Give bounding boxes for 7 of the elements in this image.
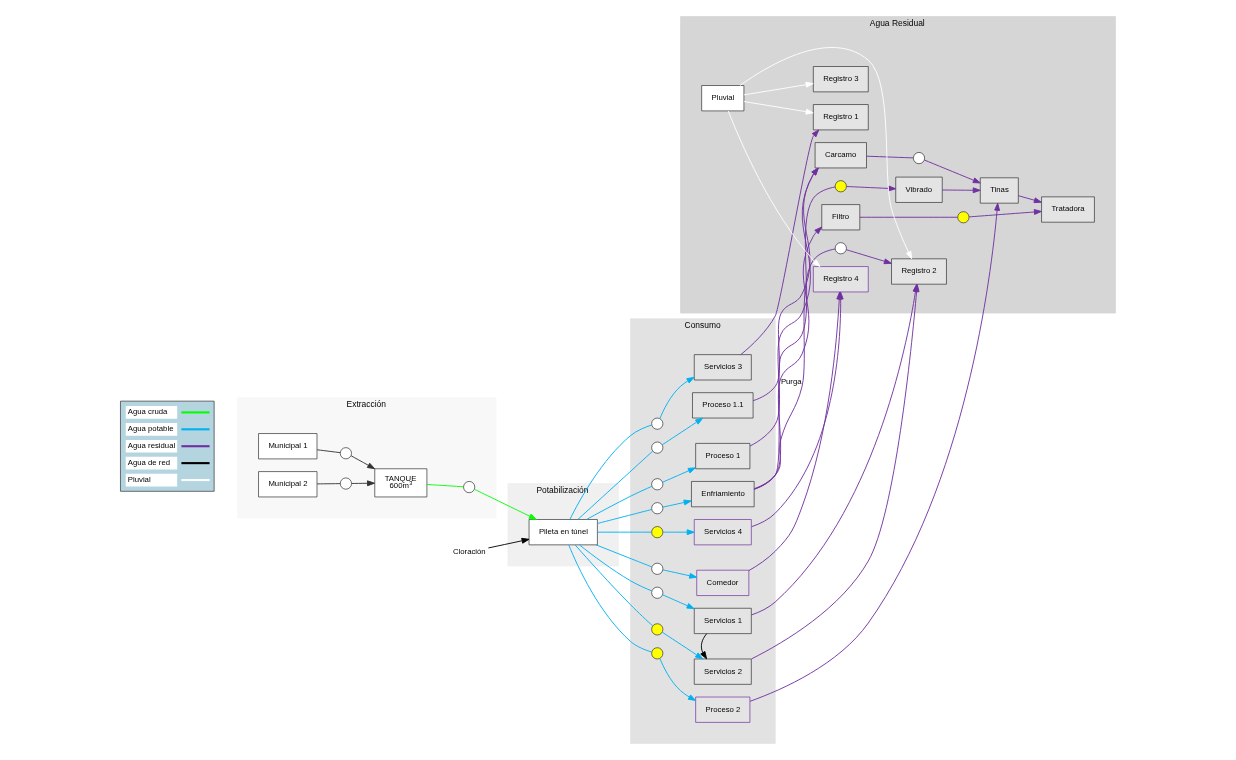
legend-label: Agua cruda <box>127 407 168 417</box>
legend-label: Pluvial <box>127 475 151 485</box>
legend-label: Agua potable <box>127 424 174 434</box>
legend-label: Agua de red <box>127 458 171 468</box>
legend-label: Agua residual <box>127 441 176 451</box>
edge-label: Purga <box>780 377 802 387</box>
node-text: Cloración <box>452 546 486 556</box>
